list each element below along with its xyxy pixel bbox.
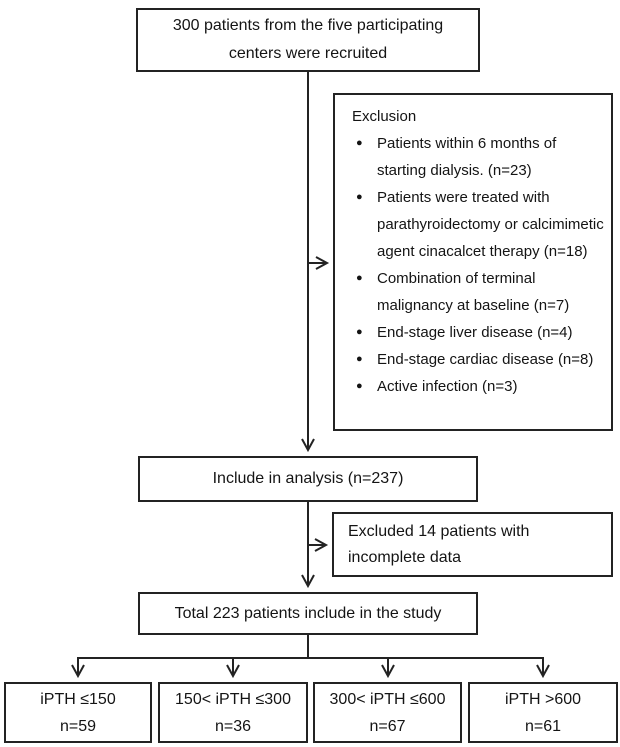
exclusion-item: ● End-stage cardiac disease (n=8) [352,346,605,373]
bullet-icon: ● [356,272,363,284]
exclusion-item: ● Active infection (n=3) [352,373,605,400]
exclusion-item-text: Patients within 6 months of starting dia… [377,135,557,179]
box-include-in-analysis: Include in analysis (n=237) [138,456,478,502]
analysis-text: Include in analysis (n=237) [212,470,404,487]
bullet-icon: ● [356,326,363,338]
bullet-icon: ● [356,137,363,149]
group-label: iPTH >600 [504,690,582,708]
exclusion-item-text: End-stage liver disease (n=4) [377,324,573,341]
exclusion-item: ● Patients within 6 months of starting d… [352,130,605,184]
box-exclusion: Exclusion ● Patients within 6 months of … [333,93,613,431]
group-label: 300< iPTH ≤600 [329,690,446,708]
exclusion-item: ● Combination of terminal malignancy at … [352,265,605,319]
total-text: Total 223 patients include in the study [174,604,442,622]
exclusion-item-text: Patients were treated with parathyroidec… [377,189,604,260]
group-label: 150< iPTH ≤300 [175,690,291,708]
exclusion-title: Exclusion [352,108,417,125]
bullet-icon: ● [356,191,363,203]
exclusion-item-text: End-stage cardiac disease (n=8) [377,351,594,368]
excluded-incomplete-text: Excluded 14 patients with incomplete dat… [348,523,530,566]
box-group-ipth-gt600: iPTH >600 n=61 [468,682,618,743]
box-group-ipth-300-600: 300< iPTH ≤600 n=67 [313,682,462,743]
box-group-ipth-150-300: 150< iPTH ≤300 n=36 [158,682,308,743]
group-count: n=59 [59,717,97,735]
group-count: n=61 [524,717,562,735]
exclusion-list: ● Patients within 6 months of starting d… [352,130,605,400]
box-recruited: 300 patients from the five participating… [136,8,480,72]
group-count: n=67 [369,717,406,735]
exclusion-item-text: Active infection (n=3) [377,378,518,395]
exclusion-item: ● Patients were treated with parathyroid… [352,184,605,265]
group-count: n=36 [214,717,252,735]
exclusion-item-text: Combination of terminal malignancy at ba… [377,270,570,314]
box-group-ipth-le150: iPTH ≤150 n=59 [4,682,152,743]
bullet-icon: ● [356,380,363,392]
group-label: iPTH ≤150 [40,690,116,708]
recruited-text: 300 patients from the five participating… [172,17,444,62]
box-total-included: Total 223 patients include in the study [138,592,478,635]
box-excluded-incomplete: Excluded 14 patients with incomplete dat… [332,512,613,577]
bullet-icon: ● [356,353,363,365]
exclusion-item: ● End-stage liver disease (n=4) [352,319,605,346]
